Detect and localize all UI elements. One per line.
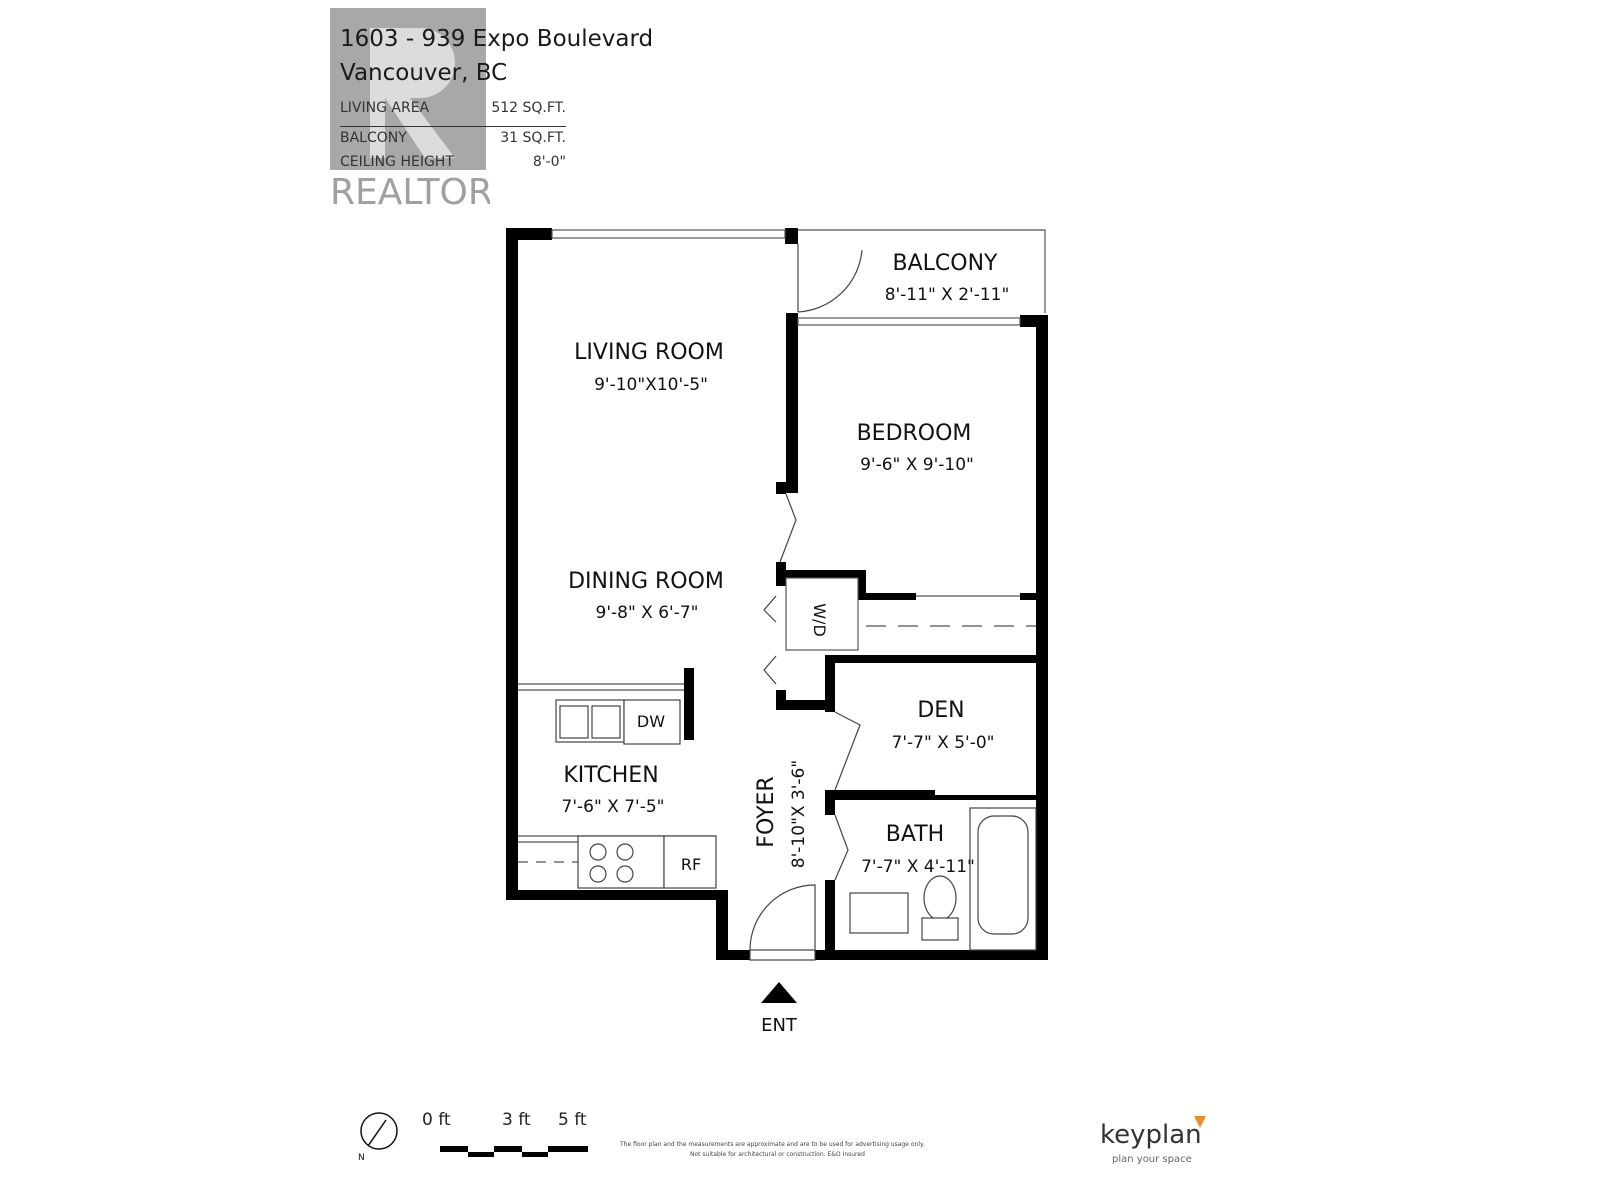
balcony-name: BALCONY [893,251,999,276]
den-name: DEN [917,698,964,723]
svg-text:REALTOR®: REALTOR® [330,172,490,208]
dining-room-size: 9'-8" X 6'-7" [596,603,699,623]
spec-ceiling-height: CEILING HEIGHT 8'-0" [340,154,566,170]
kitchen-size: 7'-6" X 7'-5" [562,797,665,817]
dining-room-name: DINING ROOM [568,569,724,594]
scale-label-3: 3 ft [502,1110,531,1130]
spec-value: 31 SQ.FT. [500,130,566,146]
scale-label-0: 0 ft [422,1110,451,1130]
realtor-watermark-logo: REALTOR® [330,8,490,208]
fixtures [555,699,1037,951]
compass-icon [360,1112,398,1150]
windows-and-lines [518,229,1046,863]
spec-living-area: LIVING AREA 512 SQ.FT. [340,100,566,116]
dishwasher-label: DW [637,712,665,731]
entrance-label: ENT [761,1015,798,1036]
compass-label: N [358,1153,365,1163]
spec-label: CEILING HEIGHT [340,154,454,170]
washer-dryer-label: W/D [810,603,829,637]
fridge-label: RF [681,855,701,874]
scale-label-5: 5 ft [558,1110,587,1130]
walls [506,228,1048,960]
living-room-name: LIVING ROOM [574,340,724,365]
bath-name: BATH [886,822,944,847]
spec-label: LIVING AREA [340,100,430,116]
bath-sink-icon [849,892,909,934]
spec-divider [340,126,566,127]
scale-bar [440,1146,588,1157]
keyplan-logo: keyplan [1100,1120,1202,1150]
entrance-arrow-icon [761,982,797,1003]
living-room-size: 9'-10"X10'-5" [594,375,708,395]
disclaimer-line-1: The floor plan and the measurements are … [620,1141,925,1148]
foyer-size: 8'-10"X 3'-6" [789,760,809,868]
toilet-icon [923,875,957,921]
bedroom-size: 9'-6" X 9'-10" [860,455,974,475]
doors [749,244,863,961]
bedroom-name: BEDROOM [857,421,972,446]
address-line-1: 1603 - 939 Expo Boulevard [340,26,654,52]
bath-size: 7'-7" X 4'-11" [861,857,975,877]
disclaimer-line-2: Not suitable for architectural or constr… [690,1151,865,1158]
kitchen-name: KITCHEN [563,763,658,788]
fridge-icon [663,835,717,889]
room-labels: BALCONY 8'-11" X 2'-11" LIVING ROOM 9'-1… [562,251,1010,877]
keyplan-tagline: plan your space [1112,1154,1192,1165]
spec-value: 512 SQ.FT. [491,100,566,116]
foyer-name: FOYER [754,776,779,847]
address-line-2: Vancouver, BC [340,60,508,86]
spec-label: BALCONY [340,130,407,146]
balcony-size: 8'-11" X 2'-11" [885,285,1010,305]
spec-balcony: BALCONY 31 SQ.FT. [340,130,566,146]
den-size: 7'-7" X 5'-0" [892,733,995,753]
spec-value: 8'-0" [532,154,566,170]
keyplan-fox-icon [1194,1116,1206,1128]
dishwasher-icon [623,699,681,745]
